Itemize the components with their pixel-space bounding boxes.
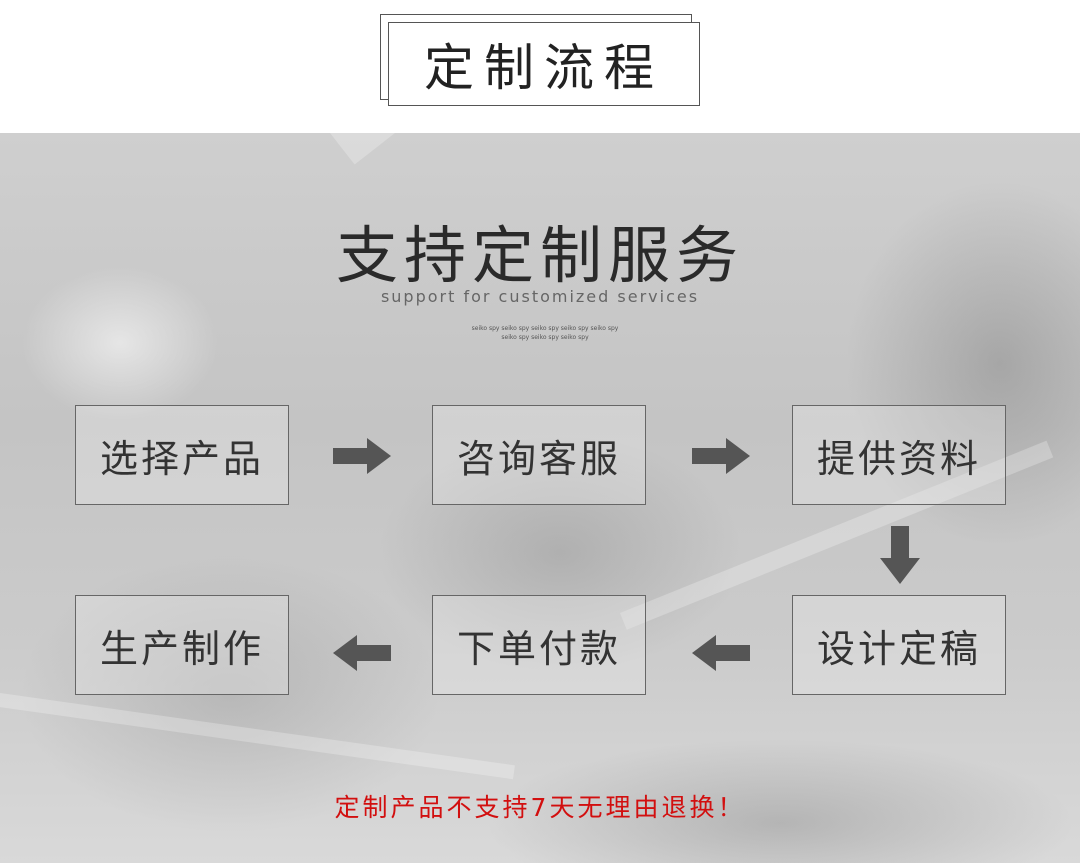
title-stamp: 定制流程 <box>380 14 705 106</box>
decorative-small-text-line: seiko spy seiko spy seiko spy seiko spy … <box>471 325 619 332</box>
step-provide-materials: 提供资料 <box>792 405 1006 505</box>
background-streak <box>330 133 686 165</box>
return-policy-notice: 定制产品不支持7天无理由退换！ <box>334 793 746 822</box>
decorative-small-text: seiko spy seiko spy seiko spy seiko spy … <box>440 324 650 342</box>
arrow-left-icon <box>333 635 391 671</box>
step-production: 生产制作 <box>75 595 289 695</box>
background-panel: 支持定制服务 support for customized services s… <box>0 133 1080 863</box>
arrow-left-icon <box>692 635 750 671</box>
background-streak <box>0 693 515 780</box>
section-heading: 支持定制服务 <box>335 219 744 292</box>
step-place-order: 下单付款 <box>432 595 646 695</box>
arrow-right-icon <box>692 438 750 474</box>
arrow-right-icon <box>333 438 391 474</box>
decorative-small-text-line: seiko spy seiko spy seiko spy <box>501 334 589 341</box>
step-consult-service: 咨询客服 <box>432 405 646 505</box>
step-select-product: 选择产品 <box>75 405 289 505</box>
step-finalize-design: 设计定稿 <box>792 595 1006 695</box>
section-subheading: support for customized services <box>380 287 700 306</box>
page-title: 定制流程 <box>388 22 700 106</box>
arrow-down-icon <box>880 526 920 584</box>
